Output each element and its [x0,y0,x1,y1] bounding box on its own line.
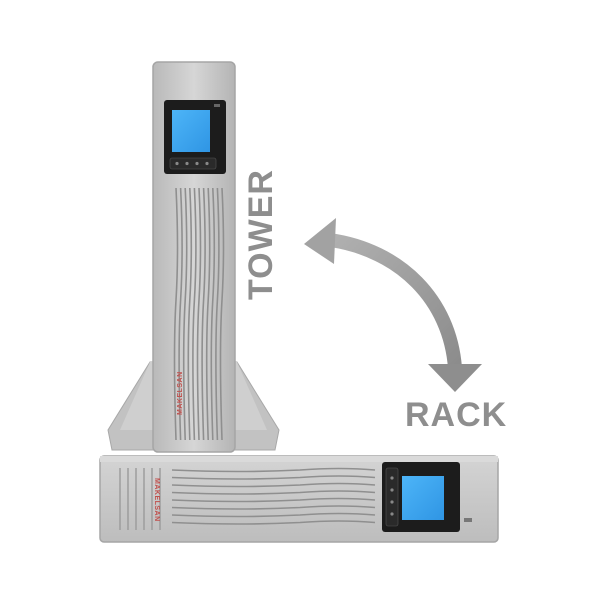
tower-brand-logo: MAKELSAN [177,371,184,415]
rack-label: RACK [405,396,508,434]
tower-label: TOWER [242,169,280,300]
tower-vent-grille [173,187,225,441]
vent-slot [171,505,376,510]
vent-slot [173,187,179,441]
vent-slot [171,520,376,525]
vent-slot [171,475,376,480]
vent-slot [219,187,225,441]
tower-button-panel [169,157,217,170]
vent-slot [171,497,376,503]
vent-slot [201,187,206,441]
vent-slot [210,187,216,441]
rack-ups-unit [99,455,499,543]
rack-brand-logo: MAKELSAN [153,478,160,522]
rack-button-panel [385,467,399,527]
vent-slot [215,187,220,441]
vent-slot [187,187,193,441]
rack-vent-grille [119,467,376,530]
vent-slot [171,490,376,495]
tower-ups-unit [152,61,236,453]
rotation-arrow-icon [304,218,482,392]
vent-slot [196,187,202,441]
vent-slot [205,187,211,441]
vent-slot [171,512,376,518]
vent-slot [182,187,188,441]
rack-lcd-screen [402,476,444,520]
vent-slot [171,467,376,473]
vent-slot [178,187,183,441]
vent-slot [192,187,197,441]
vent-slot [171,482,376,488]
tower-lcd-screen [172,110,210,152]
